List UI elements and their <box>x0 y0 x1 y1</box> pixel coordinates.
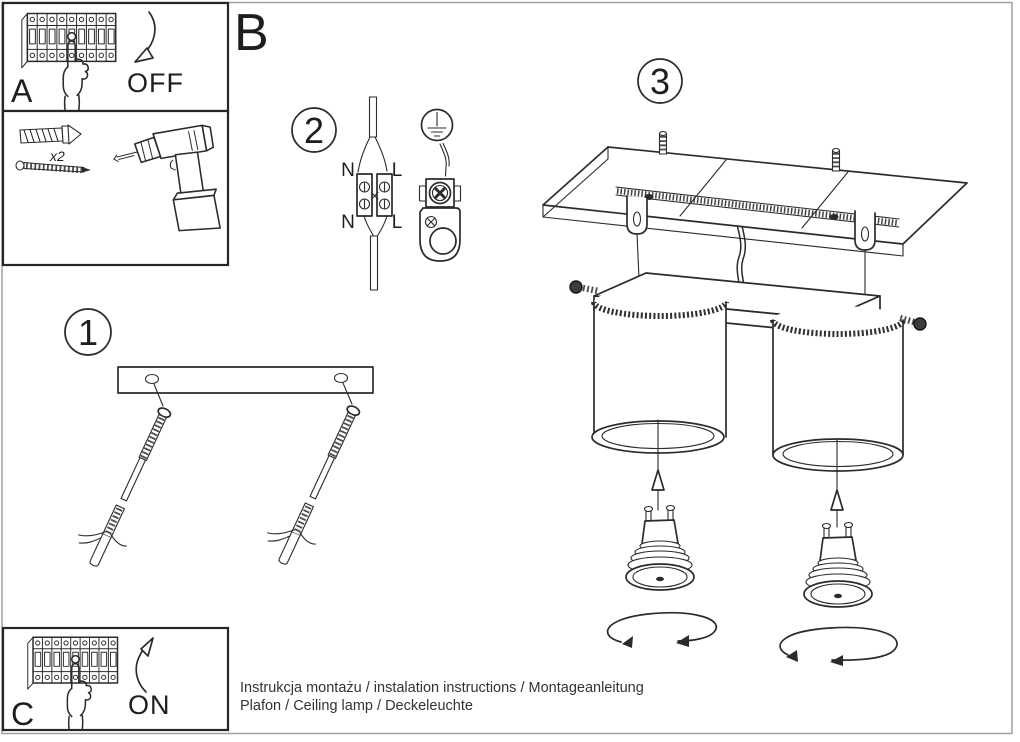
ceiling-plate <box>542 130 968 257</box>
lamp-shade-right <box>770 306 906 472</box>
side-screw-right <box>899 314 927 331</box>
mains-cable-bottom <box>363 215 388 291</box>
step-1-badge <box>64 308 112 356</box>
step-2-badge <box>291 107 337 153</box>
plate-screw-right <box>831 147 841 172</box>
step-3-badge <box>637 58 683 104</box>
section-b-label: B <box>234 4 269 62</box>
mounting-bracket-bar <box>117 366 374 394</box>
panel-tools: x2 <box>1 109 230 267</box>
rotate-arrow-right <box>779 626 898 666</box>
step-1-mounting: 1 <box>64 308 375 575</box>
panel-a: A OFF <box>1 1 230 113</box>
step-3-number: 3 <box>650 61 670 102</box>
anchor-quantity-label: x2 <box>49 148 65 164</box>
panel-a-label: A <box>11 73 33 109</box>
insert-arrow-right <box>830 439 844 528</box>
mains-cable-top <box>357 96 388 173</box>
screw-icon <box>15 160 91 174</box>
wire-label-bottom-right: L <box>392 212 403 233</box>
wire-label-top-left: N <box>341 160 355 181</box>
terminal-block-icon <box>356 173 393 217</box>
arrow-up-icon <box>135 637 154 693</box>
wire-label-bottom-left: N <box>341 212 355 233</box>
arrow-down-icon <box>134 11 156 63</box>
step-2-number: 2 <box>304 110 324 151</box>
mounting-strip <box>615 186 900 228</box>
hook-tab-right <box>854 210 876 251</box>
panel-c-state: ON <box>128 690 171 720</box>
alignment-guides <box>153 382 353 407</box>
hook-tab-left <box>626 195 648 235</box>
ground-clamp-icon <box>418 178 462 262</box>
footer-line-2: Plafon / Ceiling lamp / Deckeleuchte <box>240 698 473 714</box>
side-screw-left <box>569 280 599 295</box>
rotate-arrow-left <box>606 611 717 648</box>
insert-arrow-left <box>651 419 665 511</box>
wire-label-top-right: L <box>392 160 403 181</box>
step-3-assembly: 3 <box>542 58 968 666</box>
earth-symbol-icon <box>420 108 454 177</box>
lamp-shade-left <box>591 288 729 454</box>
drill-icon <box>113 124 221 232</box>
panel-c: C ON <box>1 626 230 732</box>
step-2-wiring: 2 N L N L <box>291 96 462 291</box>
plate-screw-left <box>658 130 668 155</box>
wall-plug-icon <box>19 124 82 145</box>
panel-a-state: OFF <box>127 68 184 98</box>
footer-line-1: Instrukcja montażu / instalation instruc… <box>240 680 644 696</box>
step-1-number: 1 <box>78 312 98 353</box>
panel-c-label: C <box>11 696 34 732</box>
gu10-bulb-left <box>625 504 695 591</box>
gu10-bulb-right <box>803 521 873 608</box>
